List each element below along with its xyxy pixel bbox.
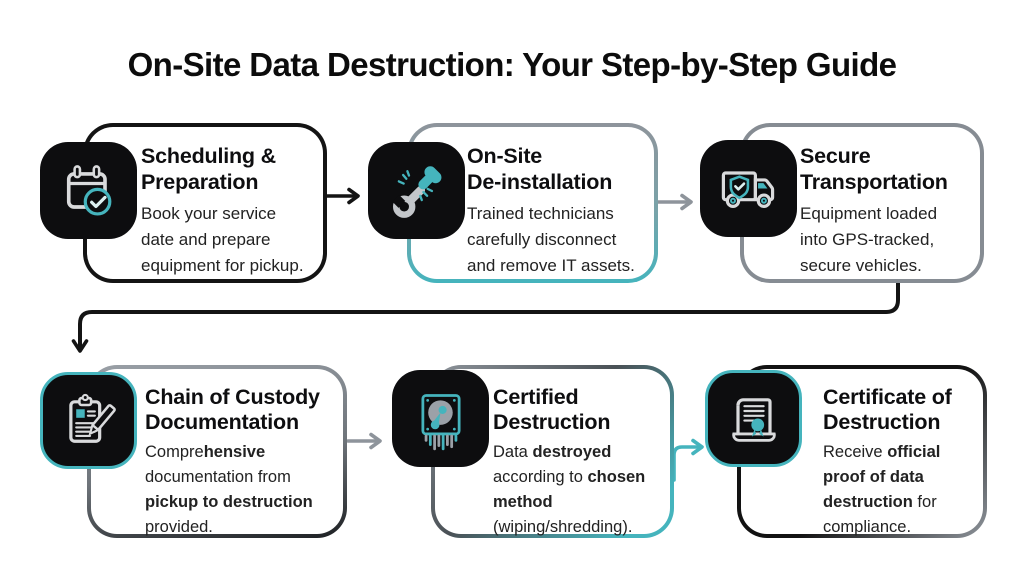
step-icon-tile bbox=[700, 140, 797, 237]
step-icon-tile bbox=[40, 372, 137, 469]
step-icon-tile bbox=[705, 370, 802, 467]
clipboard-document-icon bbox=[57, 389, 121, 453]
secure-truck-icon bbox=[717, 157, 781, 221]
flow-connector-3-4 bbox=[71, 281, 900, 353]
step-icon-tile bbox=[392, 370, 489, 467]
calendar-check-icon bbox=[57, 159, 121, 223]
step-icon-tile bbox=[368, 142, 465, 239]
step-card-scheduling-preparation: Scheduling &Preparation Book your servic… bbox=[40, 123, 327, 283]
flow-arrow-5-6 bbox=[672, 438, 704, 482]
wrench-disconnect-icon bbox=[385, 159, 449, 223]
step-title: Scheduling &Preparation bbox=[141, 144, 276, 194]
page-title: On-Site Data Destruction: Your Step-by-S… bbox=[127, 46, 897, 83]
hard-drive-shred-icon bbox=[409, 387, 473, 451]
step-icon-tile bbox=[40, 142, 137, 239]
flow-arrow-2-3 bbox=[656, 193, 693, 211]
flow-arrow-4-5 bbox=[346, 432, 382, 450]
flow-arrow-1-2 bbox=[325, 187, 360, 205]
certificate-seal-icon bbox=[722, 387, 786, 451]
